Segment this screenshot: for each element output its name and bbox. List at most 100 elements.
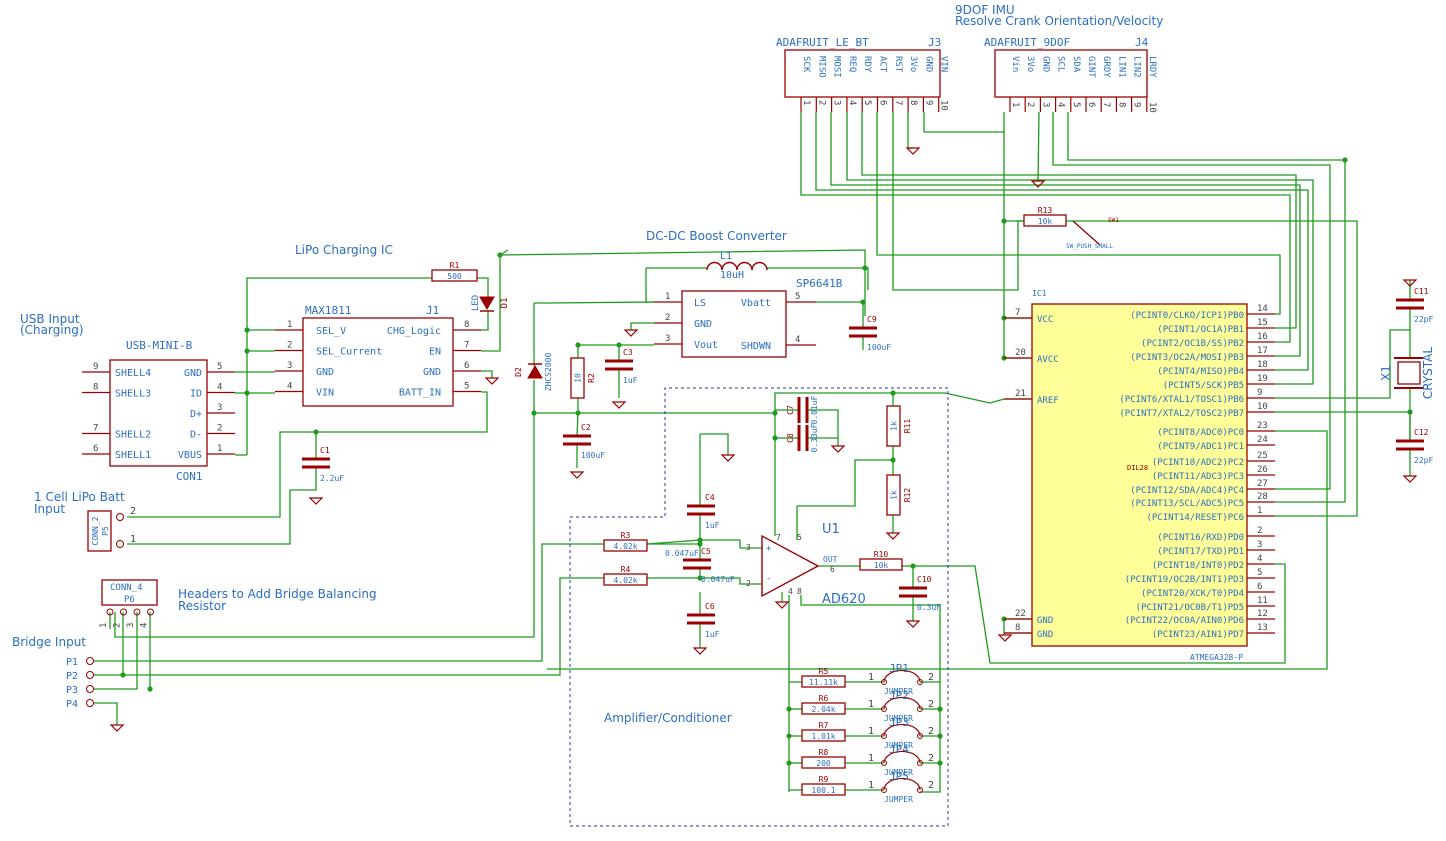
batt-note-sub: Input [34,502,65,516]
atmega-pin-num: 2 [1257,526,1262,536]
atmega-pin-14: (PCINT0/CLKO/ICP1)PB0 [1130,311,1244,321]
atmega-pin-GND: GND [1037,616,1053,626]
atmega-pin-num: 16 [1257,332,1268,342]
wire [94,702,118,725]
imu-pin-num: 3 [1040,102,1050,107]
atmega-ref: IC1 [1032,289,1047,298]
wire [481,249,866,352]
usb-pin-num: 3 [217,403,222,413]
atmega-pin-1: (PCINT14/RESET)PC6 [1146,513,1244,523]
max1811-name: MAX1811 [305,304,351,317]
r12-resistor-value: 1k [890,490,899,500]
atmega-pin-VCC: VCC [1037,315,1053,325]
junction-dot [497,252,503,258]
atmega-pin-24: (PCINT9/ADC1)PC1 [1157,442,1244,452]
ble-pin-GND: GND [923,56,933,72]
atmega-pin-16: (PCINT2/OC1B/SS)PB2 [1141,339,1244,349]
ground-symbol [308,497,324,505]
junction-dot [575,410,581,416]
sw1-switch-lever [1072,220,1101,246]
wire [114,380,535,638]
p5-pin [116,513,124,521]
c9-capacitor-value: 100uF [867,343,891,352]
max1811-pin-num: 7 [464,341,469,351]
wire [861,112,1297,329]
p6-pin-num: 3 [126,623,136,628]
max1811-pin-num: 4 [287,382,292,392]
usb-pin-num: 9 [93,362,98,372]
junction-dot [531,410,537,416]
max1811-pin-num: 8 [464,320,469,330]
atmega-pin-19: (PCINT5/SCK)PB5 [1163,381,1244,391]
atmega-pin-25: (PCINT10/ADC2)PC2 [1152,458,1244,468]
c11-capacitor-ref: C11 [1414,287,1429,296]
imu-pin-LIN2: LIN2 [1132,56,1142,78]
junction-dot [147,686,153,692]
wire [127,467,317,545]
wire [700,539,762,549]
atmega-pin-AREF: AREF [1037,396,1059,406]
atmega-pin-num: 13 [1257,623,1268,633]
r13-resistor-value: 10k [1038,217,1053,226]
usb-pin-num: 1 [217,444,222,454]
atmega-pin-num: 7 [1015,308,1020,318]
c5-value-left: 0.047uF [665,549,699,558]
sp6641-pin-num: 3 [665,334,670,344]
usb-pin-num: 4 [217,383,222,393]
r6-resistor-value: 2.04k [811,705,835,714]
imu-name: ADAFRUIT_9DOF [984,36,1070,49]
sw1-value: SW_PUSH_SMALL [1066,243,1113,250]
max1811-body [302,317,454,407]
jp3-ref: JP3 [889,716,909,729]
max1811-pin-SEL_Current: SEL_Current [316,347,382,358]
sp6641-pin-LS: LS [694,298,706,309]
r6-resistor-ref: R6 [819,694,829,703]
atmega-pin-10: (PCINT7/XTAL2/TOSC2)PB7 [1119,409,1244,419]
c2-capacitor-value: 100uF [581,451,605,460]
ground-symbol [569,471,585,479]
jp3-pad [917,733,923,739]
usb-note: USB Input [20,312,80,326]
ground-symbol [109,724,125,732]
wire [630,322,654,330]
u1-pin-8: 8 [797,587,802,596]
c10-capacitor-value: 0.3uF [917,603,941,612]
r9-resistor [801,783,846,796]
atmega-pin-num: 1 [1257,506,1262,516]
atmega-pin-AVCC: AVCC [1037,355,1059,365]
max1811-pin-GND: GND [316,367,334,378]
atmega-pin-num: 8 [1015,623,1020,633]
c12-capacitor-value: 22pF [1414,456,1433,465]
ground-symbol [692,647,708,655]
d2-ref: D2 [514,367,523,377]
sp6641-pin-GND: GND [694,319,712,330]
jp3-pin-2: 2 [928,726,934,737]
wire [576,398,579,437]
bridge-pin-P4: P4 [66,699,78,710]
u1-ref: U1 [822,522,840,537]
max1811-pin-CHG_Logic: CHG_Logic [387,326,441,337]
c8-capacitor-ref: C8 [786,433,795,443]
imu-pin-3Vo: 3Vo [1025,56,1035,72]
jp3-pad [881,733,887,739]
jp1-jumper-arc [883,669,921,683]
jp5-pin-1: 1 [868,780,874,791]
c3-capacitor-value: 1uF [623,376,638,385]
wire [815,112,1309,371]
junction-dot [772,410,778,416]
c1-capacitor-ref: C1 [320,446,330,455]
atmega-pin-num: 28 [1257,492,1268,502]
atmega-pin-GND: GND [1037,630,1053,640]
jp5-value: JUMPER [884,795,913,804]
p6-pin [106,608,114,616]
atmega-pin-2: (PCINT16/RXD)PD0 [1157,533,1244,543]
wire [94,577,604,676]
r5-resistor-ref: R5 [819,667,829,676]
junction-dot [616,342,622,348]
ble-pin-num: 6 [878,100,888,105]
atmega-pin-num: 27 [1257,479,1268,489]
wire [477,277,489,297]
ble-pin-num: 5 [862,100,872,105]
jp2-value: JUMPER [884,714,913,723]
bridge-pin-P2: P2 [66,671,78,682]
